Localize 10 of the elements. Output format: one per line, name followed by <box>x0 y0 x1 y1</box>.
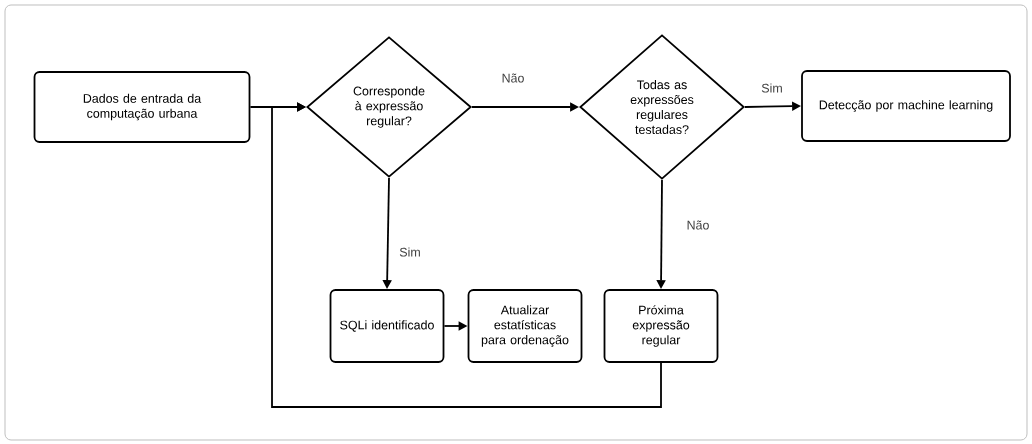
arrow <box>271 102 662 408</box>
process-box: SQLi identificado <box>329 289 445 363</box>
process-box: Detecção por machine learning <box>801 70 1011 142</box>
process-box: Próxima expressão regular <box>603 289 719 363</box>
process-box: Atualizar estatísticas para ordenação <box>467 289 583 363</box>
edge-label: Não <box>685 219 711 231</box>
edge-label: Sim <box>398 246 422 258</box>
edge-label: Sim <box>760 82 784 94</box>
edge-label: Não <box>500 72 526 84</box>
process-box: Dados de entrada da computação urbana <box>33 71 251 143</box>
